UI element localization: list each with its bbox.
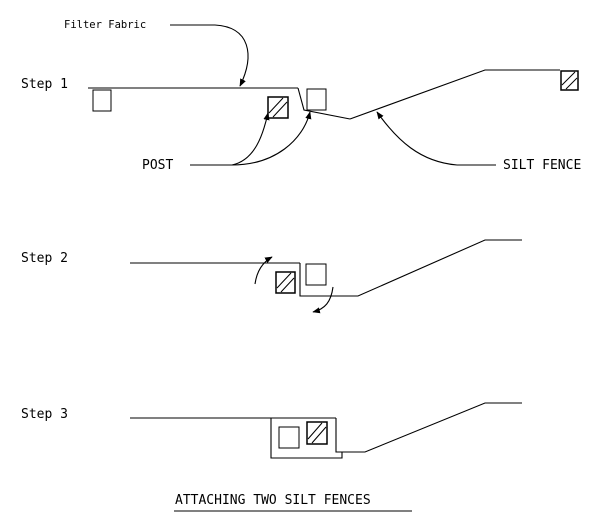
silt-fence-label: SILT FENCE bbox=[503, 158, 581, 173]
filter-fabric-label: Filter Fabric bbox=[64, 19, 146, 31]
step1-post-hatched-mid bbox=[267, 96, 289, 119]
post-label: POST bbox=[142, 158, 173, 173]
step2-post-hatched bbox=[275, 271, 296, 294]
step2-rotate-arrow-top bbox=[254, 256, 273, 285]
step3-post-square bbox=[278, 426, 300, 449]
filter-fabric-arrow bbox=[214, 24, 249, 87]
step1-right-fence bbox=[349, 69, 560, 120]
step1-label: Step 1 bbox=[21, 77, 68, 92]
step3-label: Step 3 bbox=[21, 407, 68, 422]
silt-fence-arrow bbox=[376, 111, 458, 166]
step1-fabric-fold bbox=[297, 87, 351, 120]
step2-right-fence bbox=[299, 239, 522, 297]
step3-fabric-wrap bbox=[270, 417, 343, 459]
step1-post-square-left bbox=[92, 89, 112, 112]
post-arrow-2 bbox=[231, 111, 312, 166]
step3-right-fence bbox=[335, 402, 522, 453]
post-arrow-1 bbox=[231, 112, 270, 166]
step2-rotate-arrow-bottom bbox=[312, 286, 334, 314]
step1-post-square-right bbox=[306, 88, 327, 111]
step2-label: Step 2 bbox=[21, 251, 68, 266]
step3-post-hatched bbox=[306, 421, 328, 445]
step1-post-hatched-far bbox=[560, 70, 579, 91]
diagram-title: ATTACHING TWO SILT FENCES bbox=[175, 493, 371, 508]
step2-post-square bbox=[305, 263, 327, 286]
